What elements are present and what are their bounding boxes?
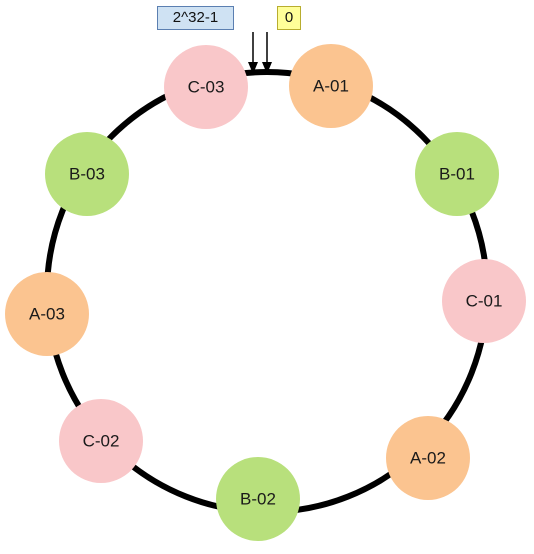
node-a-03: A-03 xyxy=(5,272,89,356)
node-label-b-01: B-01 xyxy=(439,165,475,184)
node-circle-c-01 xyxy=(442,259,526,343)
node-circle-a-03 xyxy=(5,272,89,356)
node-circle-c-02 xyxy=(59,399,143,483)
nodes-layer: A-01B-01C-01A-02B-02 C-02 A-03 B-03 C-03 xyxy=(5,44,526,541)
arrow-zero xyxy=(262,32,272,74)
node-circle-b-02 xyxy=(216,457,300,541)
node-circle-a-01 xyxy=(289,44,373,128)
node-a-02: A-02 xyxy=(386,416,470,500)
node-b-02: B-02 xyxy=(216,457,300,541)
node-label-a-03: A-03 xyxy=(29,305,65,324)
node-circle-b-03 xyxy=(45,132,129,216)
node-c-03: C-03 xyxy=(164,45,248,129)
zero-hash-label: 0 xyxy=(277,6,301,30)
node-label-b-03: B-03 xyxy=(69,165,105,184)
node-c-01: C-01 xyxy=(442,259,526,343)
node-b-03: B-03 xyxy=(45,132,129,216)
node-c-02: C-02 xyxy=(59,399,143,483)
node-circle-c-03 xyxy=(164,45,248,129)
node-label-b-02: B-02 xyxy=(240,490,276,509)
node-label-c-02: C-02 xyxy=(83,432,120,451)
node-circle-a-02 xyxy=(386,416,470,500)
node-label-c-03: C-03 xyxy=(188,78,225,97)
node-label-c-01: C-01 xyxy=(466,292,503,311)
node-circle-b-01 xyxy=(415,132,499,216)
max-hash-label: 2^32-1 xyxy=(157,6,234,30)
node-label-a-02: A-02 xyxy=(410,449,446,468)
node-label-a-01: A-01 xyxy=(313,77,349,96)
arrow-max xyxy=(248,32,258,74)
node-a-01: A-01 xyxy=(289,44,373,128)
node-b-01: B-01 xyxy=(415,132,499,216)
